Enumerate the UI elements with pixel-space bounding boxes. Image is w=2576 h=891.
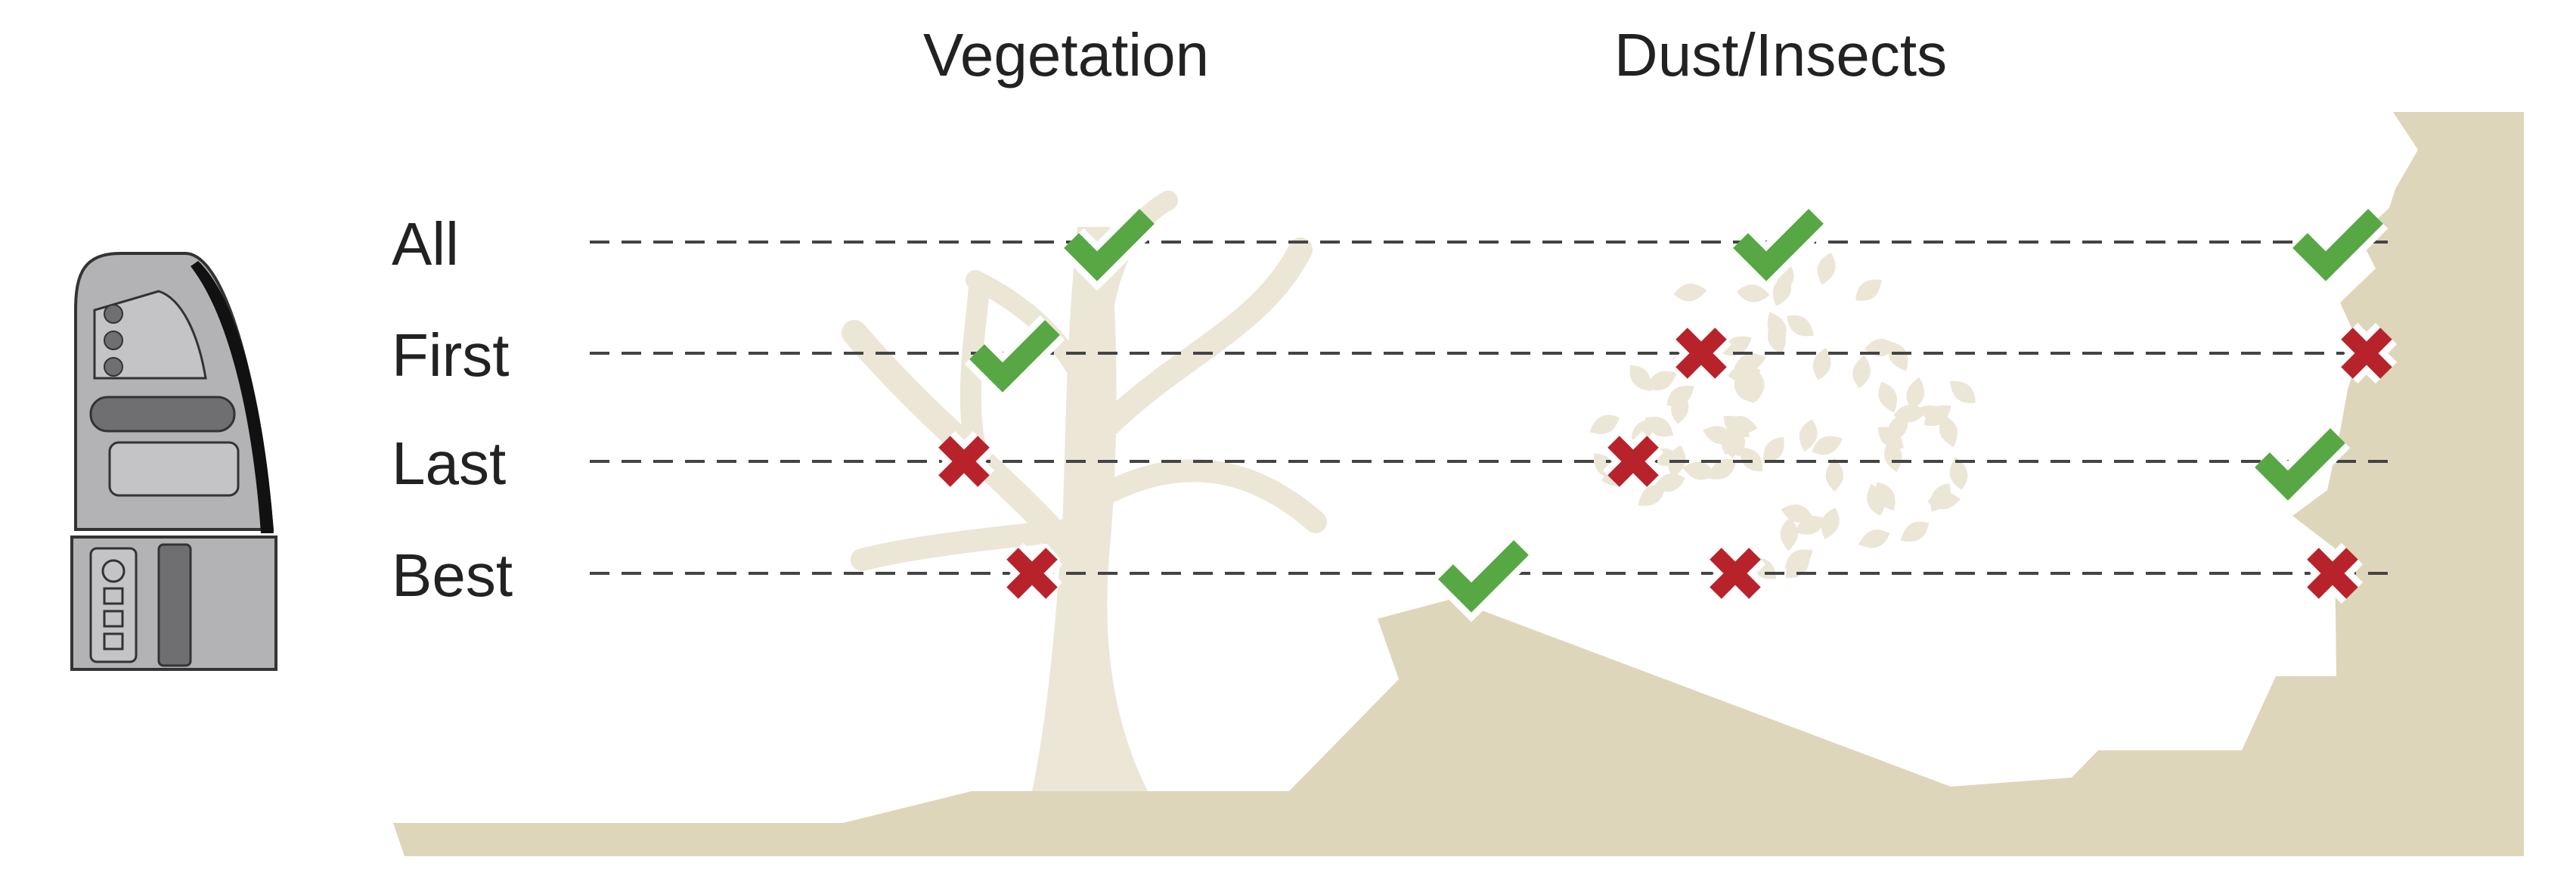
- dust-particle: [1644, 417, 1674, 437]
- dust-particle: [1653, 473, 1685, 492]
- dust-particle: [1787, 315, 1814, 337]
- dust-particle: [1883, 439, 1902, 473]
- scanner-button: [104, 331, 123, 350]
- dust-particle: [1821, 508, 1840, 540]
- dust-particle: [1817, 253, 1836, 285]
- dust-particle: [1949, 457, 1968, 490]
- scanner-key: [103, 632, 124, 650]
- dust-particle: [1950, 380, 1976, 403]
- dust-particle: [1727, 424, 1745, 457]
- check-icon: [2249, 423, 2351, 511]
- scanner-key: [103, 587, 124, 605]
- dust-particle: [1888, 341, 1908, 371]
- dust-particle: [1734, 353, 1766, 372]
- scanner-port: [157, 543, 192, 667]
- dust-particle: [1589, 414, 1620, 434]
- dust-particle: [1875, 482, 1896, 511]
- dust-particle: [1629, 365, 1652, 391]
- dust-particle: [1736, 284, 1770, 303]
- dust-particle: [1671, 390, 1689, 424]
- dust-particle: [1812, 347, 1831, 380]
- dust-particle: [1647, 371, 1677, 391]
- row-label-last: Last: [392, 430, 506, 497]
- dust-particle: [1708, 459, 1737, 480]
- dust-particle: [1852, 355, 1871, 389]
- tree-branch: [966, 270, 1099, 403]
- dust-particle: [1673, 284, 1707, 302]
- tree: [842, 191, 1327, 791]
- row-label-all: All: [392, 210, 459, 278]
- dust-particle: [1734, 375, 1756, 403]
- laser-scanner-icon: [70, 252, 277, 671]
- dust-particle: [1780, 517, 1798, 551]
- dust-particle: [1799, 419, 1818, 452]
- check-icon: [964, 315, 1065, 402]
- check-icon: [2287, 203, 2388, 291]
- dust-insect-cloud: [1589, 253, 1976, 579]
- dust-particle: [1767, 312, 1787, 343]
- dust-particle: [1927, 492, 1961, 510]
- scanner-display: [89, 396, 236, 433]
- dust-particle: [1638, 484, 1665, 506]
- header-vegetation: Vegetation: [923, 21, 1209, 88]
- scanner-key: [103, 610, 124, 628]
- tree-branch: [1098, 237, 1313, 436]
- check-icon: [1059, 203, 1160, 291]
- scanner-control-strip: [89, 547, 138, 663]
- scanner-button: [104, 357, 123, 377]
- dust-particle: [1825, 458, 1843, 492]
- scan-lines: [590, 241, 2389, 575]
- cross-icon: [1001, 542, 1063, 604]
- row-label-first: First: [392, 321, 510, 389]
- dust-particle: [1781, 504, 1814, 523]
- dust-particle: [1722, 336, 1752, 356]
- dust-particle: [1887, 413, 1908, 442]
- cross-icon: [1670, 322, 1732, 384]
- cross-icon: [1704, 542, 1766, 604]
- dust-particle: [1682, 461, 1716, 480]
- tree-trunk: [1032, 227, 1148, 791]
- dust-particle: [1763, 436, 1784, 464]
- tree-branch: [851, 518, 1085, 571]
- dust-particle: [1923, 405, 1951, 427]
- scanner-panel: [108, 441, 240, 497]
- cross-icon: [2302, 542, 2364, 604]
- dust-particle: [1739, 447, 1762, 472]
- dust-particle: [1855, 279, 1882, 301]
- dust-particle: [1812, 436, 1843, 455]
- scanner-edge: [191, 261, 274, 533]
- cross-icon: [1602, 430, 1664, 492]
- cross-icon: [933, 430, 995, 492]
- dust-particle: [1900, 521, 1930, 542]
- scanner-button: [104, 304, 123, 324]
- result-markers: [933, 203, 2398, 622]
- tree-branch: [1099, 459, 1327, 533]
- scanner-dial: [101, 559, 126, 583]
- dust-particle: [1703, 426, 1735, 445]
- dust-particle: [1878, 381, 1897, 413]
- check-icon: [1433, 535, 1534, 622]
- dust-particle: [1858, 529, 1890, 548]
- dust-particle: [1906, 377, 1925, 410]
- cross-icon: [2336, 322, 2398, 384]
- row-label-best: Best: [392, 542, 513, 609]
- ground-terrain: [393, 112, 2524, 856]
- check-icon: [1728, 203, 1829, 291]
- header-dust-insects: Dust/Insects: [1614, 21, 1947, 88]
